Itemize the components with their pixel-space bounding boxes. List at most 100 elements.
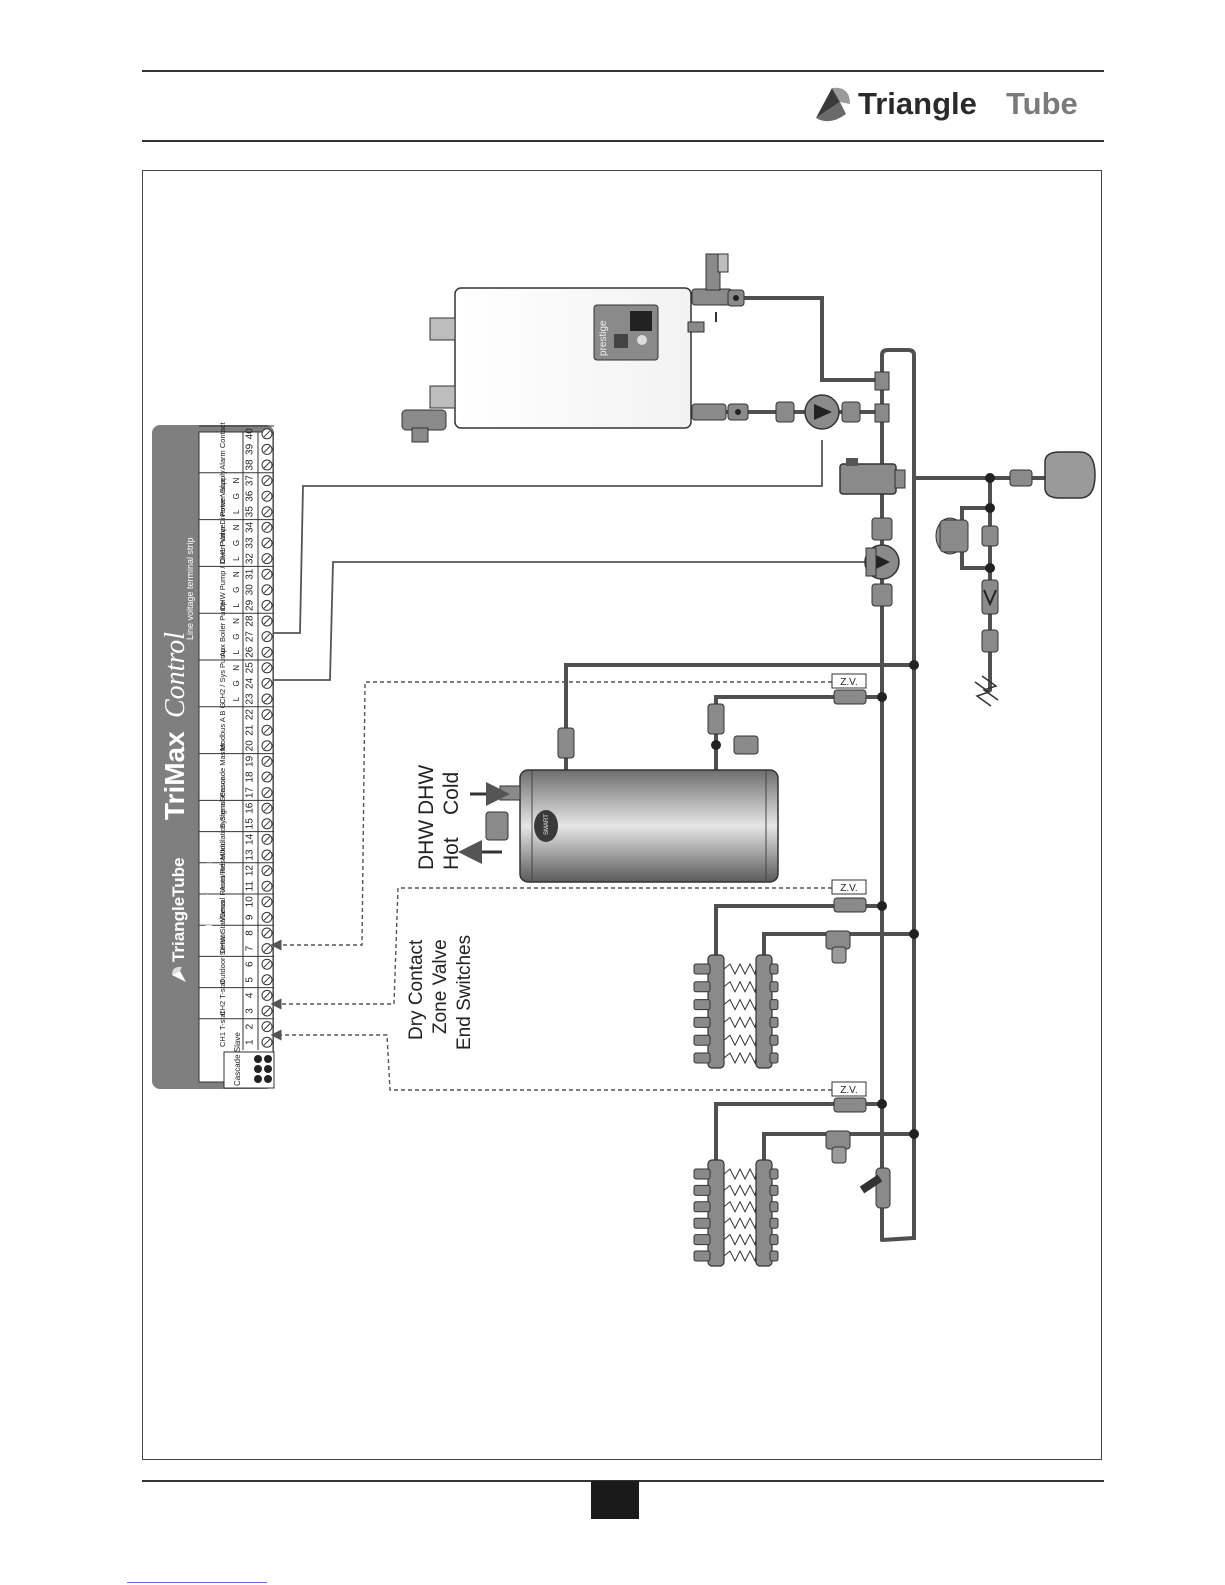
terminal-screw-slot	[263, 851, 271, 859]
terminal-screw-slot	[263, 960, 271, 968]
terminal-group-name: DHW Stat/Sens	[218, 901, 227, 954]
primary-loop-pipe	[880, 348, 916, 1242]
dhw-cold-label-line2: Cold	[440, 772, 463, 815]
pressure-reducing-valve-icon	[935, 517, 969, 555]
prestige-boiler: prestige	[401, 253, 861, 443]
terminal-group-name: Auto Reset/Inrl	[218, 841, 227, 891]
zone-valve-2: Z.V.	[831, 879, 867, 913]
wire-dhw-zone-valve	[270, 681, 832, 951]
terminal-number: 7	[245, 945, 256, 951]
terminal-screw-slot	[263, 633, 271, 640]
panel-brand: TriangleTube TriMax Control	[159, 632, 191, 982]
pole-letter: L	[232, 509, 241, 514]
panel-brand-mark-icon	[172, 966, 186, 982]
pole-letter: G	[232, 680, 241, 686]
terminal-number: 18	[245, 771, 256, 783]
footer-rule	[142, 1480, 1104, 1482]
terminal-number: 30	[245, 584, 256, 596]
terminal-number: 11	[245, 881, 256, 892]
terminal-number: 28	[245, 615, 256, 627]
pole-letter: L	[232, 556, 241, 561]
terminal-screw-slot	[263, 477, 271, 484]
terminal-number: 40	[245, 428, 256, 440]
supply-valve-assembly-icon	[687, 253, 745, 333]
radiant-manifolds	[693, 930, 851, 1267]
logo-mark-icon	[816, 87, 850, 122]
backflow-preventer-icon	[981, 525, 999, 653]
panel-product-name: TriMax	[159, 731, 190, 820]
terminal-screw-slot	[263, 945, 271, 952]
strainer-icon	[859, 1167, 891, 1209]
wire-zone-valve-2	[270, 887, 832, 1010]
terminal-number: 15	[245, 818, 256, 830]
expansion-tank-icon	[1009, 451, 1096, 499]
terminal-group-name: CH1 T-stat	[218, 1010, 227, 1047]
dhw-return-valve-icon	[707, 703, 725, 735]
pole-letter: L	[232, 603, 241, 608]
pole-letter: L	[232, 649, 241, 654]
dry-contact-label-line2: Zone Valve	[430, 939, 451, 1034]
zone-valve-label: Z.V.	[840, 1085, 857, 1096]
terminal-screw-slot	[263, 461, 271, 469]
terminal-number: 34	[245, 521, 256, 533]
cold-water-supply-break-icon	[974, 675, 999, 707]
terminal-number: 1	[245, 1039, 256, 1045]
terminal-screw-slot	[263, 664, 271, 672]
terminal-screw-slot	[263, 898, 271, 906]
return-valve-assembly-icon	[691, 403, 749, 421]
terminal-group-name: Modulation Signal + -	[218, 789, 227, 860]
line-voltage-strip-title: Line voltage terminal strip	[185, 537, 195, 640]
terminal-group-name: CH2 T-stat	[218, 979, 227, 1016]
air-separator-icon	[839, 458, 906, 495]
terminal-number: 32	[245, 553, 256, 565]
terminal-screw-slot	[263, 929, 271, 937]
terminal-screw-slot	[263, 820, 271, 828]
terminal-group-name: CH1 Pump Diverter Valve	[218, 478, 227, 563]
cascade-slave-label: Cascade Slave	[233, 1032, 242, 1086]
low-voltage-dashed-wires	[270, 681, 832, 1091]
terminal-number: 9	[245, 914, 256, 920]
line-voltage-wires	[274, 440, 868, 681]
terminal-number: 27	[245, 631, 256, 643]
terminal-screw-slot	[263, 976, 271, 984]
terminal-screw-slot	[263, 882, 271, 890]
boiler-pump-icon	[775, 394, 861, 430]
header-top-rule	[142, 70, 1104, 72]
terminal-number: 36	[245, 490, 256, 502]
terminal-number: 2	[245, 1023, 256, 1029]
terminal-number: 5	[245, 977, 256, 983]
terminal-group-name: Outdoor Sensor	[218, 931, 227, 984]
terminal-screw-slot	[263, 586, 271, 594]
terminal-screw-slot	[263, 758, 271, 765]
terminal-number: 23	[245, 693, 256, 705]
terminal-number: 26	[245, 646, 256, 658]
terminal-group-name: Power Supply	[218, 470, 227, 517]
terminal-number: 35	[245, 506, 256, 518]
zone3-supply-pipe	[714, 1102, 884, 1162]
pole-letter: G	[232, 587, 241, 593]
pole-letter: N	[232, 571, 241, 577]
terminal-number: 39	[245, 443, 256, 455]
terminal-screw-slot	[263, 1038, 271, 1046]
terminal-screw-slot	[263, 430, 271, 438]
terminal-screw-slot	[263, 992, 271, 999]
logo-brand-suffix: Tube	[1006, 86, 1078, 121]
terminal-number: 19	[245, 755, 256, 767]
terminal-number: 24	[245, 677, 256, 689]
terminal-number: 16	[245, 802, 256, 814]
terminal-number: 33	[245, 537, 256, 549]
terminal-number: 6	[245, 961, 256, 967]
terminal-screw-slot	[263, 570, 271, 578]
relief-valve-assembly-icon	[401, 409, 447, 443]
dhw-cold-label-line1: DHW	[415, 765, 438, 815]
pole-letter: N	[232, 665, 241, 671]
zone-valve-3: Z.V.	[831, 1081, 867, 1113]
tank-brand-label: SMART	[544, 814, 550, 835]
low-voltage-strip-title: Low voltage terminal strip	[204, 853, 214, 955]
terminal-number: 21	[245, 724, 256, 736]
pipe-junction-dots	[711, 473, 995, 1139]
dry-contact-label-line3: End Switches	[454, 935, 475, 1050]
boiler-intake-pipe	[429, 385, 456, 409]
pole-letter: N	[232, 524, 241, 530]
